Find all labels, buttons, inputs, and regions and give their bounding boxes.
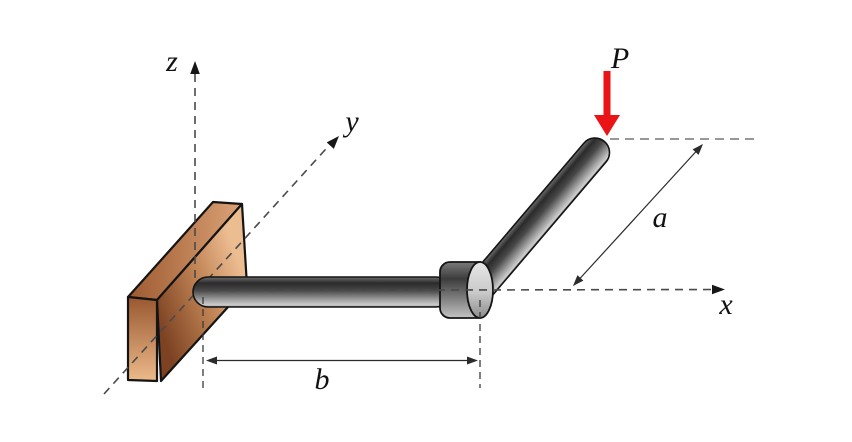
x-axis-label: x xyxy=(718,288,733,321)
y-axis-line xyxy=(103,139,335,395)
force-label: P xyxy=(610,42,629,75)
y-axis-arrowhead xyxy=(326,136,339,149)
force-arrow-shaft xyxy=(603,71,611,118)
dimension-a-arrowhead-lower xyxy=(573,275,584,286)
dimension-a-line xyxy=(573,144,703,286)
z-axis-arrowhead xyxy=(190,61,200,74)
dimension-a-label: a xyxy=(653,201,668,234)
x-axis-arrowhead xyxy=(712,284,725,295)
z-axis-label: z xyxy=(165,45,178,78)
y-axis-label: y xyxy=(342,105,359,138)
x-axis-line xyxy=(198,288,713,292)
force-arrow xyxy=(594,71,620,136)
force-arrow-head xyxy=(594,115,620,136)
dimension-b-arrowhead-right xyxy=(467,356,478,365)
dimension-b-arrowhead-left xyxy=(206,356,217,365)
horizontal-rod xyxy=(192,276,452,308)
dimension-a-arrowhead-upper xyxy=(692,144,703,155)
wall-front-face xyxy=(126,295,159,383)
dimension-b-label: b xyxy=(315,363,330,396)
